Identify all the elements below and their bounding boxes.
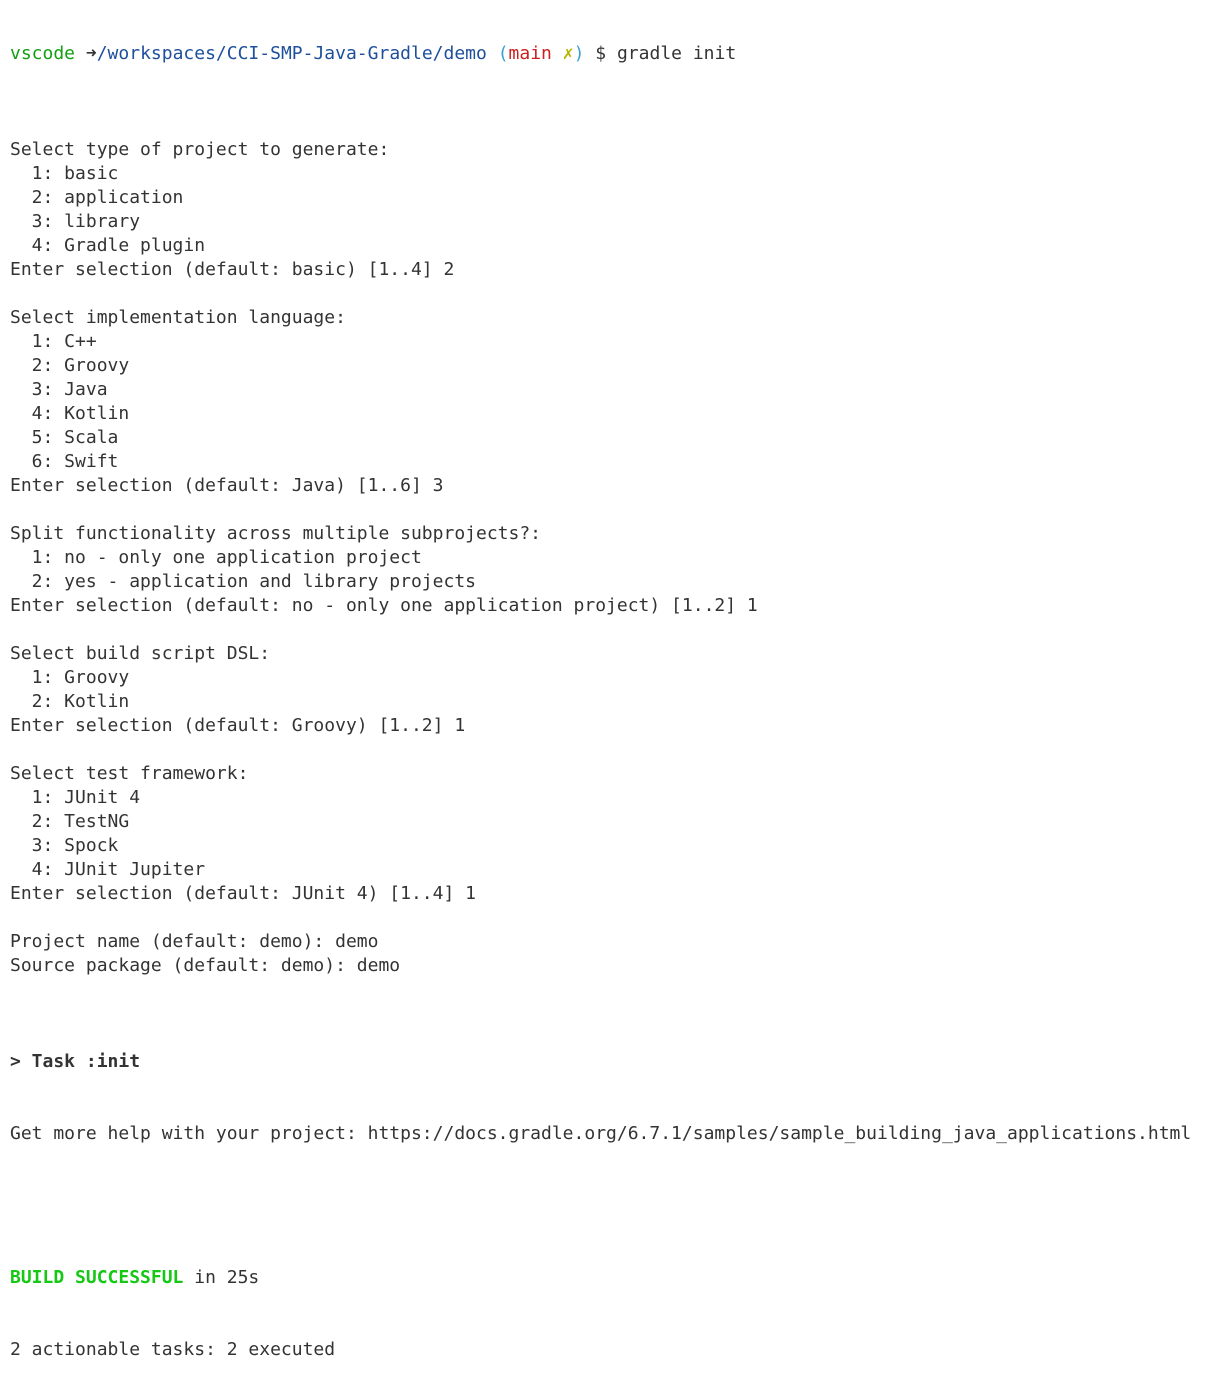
- output-line: [10, 114, 1191, 138]
- task-line: > Task :init: [10, 1051, 141, 1072]
- build-status-line: BUILD SUCCESSFUL in 25s: [10, 1266, 1191, 1290]
- output-line: [10, 978, 1191, 1002]
- build-time: in 25s: [183, 1267, 260, 1288]
- dirty-icon: ✗: [562, 43, 574, 64]
- output-line: Split functionality across multiple subp…: [10, 523, 542, 544]
- output-line: 3: Java: [10, 379, 108, 400]
- output-lines: Select type of project to generate: 1: b…: [10, 114, 1191, 1002]
- prompt-line: vscode ➜/workspaces/CCI-SMP-Java-Gradle/…: [10, 42, 1191, 66]
- output-line: 4: JUnit Jupiter: [10, 859, 206, 880]
- output-line: 3: library: [10, 211, 141, 232]
- output-line: 1: C++: [10, 331, 97, 352]
- git-branch: main: [508, 43, 552, 64]
- output-line: Select type of project to generate:: [10, 139, 390, 160]
- output-line: 2: Kotlin: [10, 691, 130, 712]
- output-line: 1: JUnit 4: [10, 787, 141, 808]
- output-line: Select test framework:: [10, 763, 249, 784]
- output-line: Select implementation language:: [10, 307, 346, 328]
- blank-line: [10, 1194, 1191, 1218]
- command-text: gradle init: [616, 43, 737, 64]
- output-line: 2: yes - application and library project…: [10, 571, 476, 592]
- paren-close: ): [573, 43, 585, 64]
- output-line: Enter selection (default: Groovy) [1..2]…: [10, 715, 466, 736]
- output-line: 1: basic: [10, 163, 119, 184]
- output-line: [10, 282, 1191, 306]
- output-line: 1: no - only one application project: [10, 547, 422, 568]
- output-line: [10, 906, 1191, 930]
- output-line: Enter selection (default: Java) [1..6] 3: [10, 475, 444, 496]
- prompt-user: vscode: [10, 43, 76, 64]
- prompt-path: /workspaces/CCI-SMP-Java-Gradle/demo: [96, 43, 487, 64]
- output-line: Select build script DSL:: [10, 643, 271, 664]
- output-line: 2: Groovy: [10, 355, 130, 376]
- summary-line: 2 actionable tasks: 2 executed: [10, 1339, 336, 1360]
- output-line: 6: Swift: [10, 451, 119, 472]
- output-line: [10, 498, 1191, 522]
- prompt-dollar: $: [595, 43, 607, 64]
- output-line: Enter selection (default: basic) [1..4] …: [10, 259, 455, 280]
- arrow-icon: ➜: [85, 43, 97, 64]
- output-line: 2: application: [10, 187, 184, 208]
- output-line: 1: Groovy: [10, 667, 130, 688]
- terminal-output[interactable]: vscode ➜/workspaces/CCI-SMP-Java-Gradle/…: [10, 0, 1191, 1386]
- help-line: Get more help with your project: https:/…: [10, 1123, 1192, 1144]
- output-line: 3: Spock: [10, 835, 119, 856]
- output-line: Project name (default: demo): demo: [10, 931, 379, 952]
- output-line: 2: TestNG: [10, 811, 130, 832]
- paren-open: (: [497, 43, 509, 64]
- output-line: Source package (default: demo): demo: [10, 955, 401, 976]
- output-line: 4: Kotlin: [10, 403, 130, 424]
- output-line: Enter selection (default: no - only one …: [10, 595, 758, 616]
- output-line: [10, 738, 1191, 762]
- output-line: 5: Scala: [10, 427, 119, 448]
- output-line: 4: Gradle plugin: [10, 235, 206, 256]
- output-line: Enter selection (default: JUnit 4) [1..4…: [10, 883, 476, 904]
- output-line: [10, 618, 1191, 642]
- build-status: BUILD SUCCESSFUL: [10, 1267, 184, 1288]
